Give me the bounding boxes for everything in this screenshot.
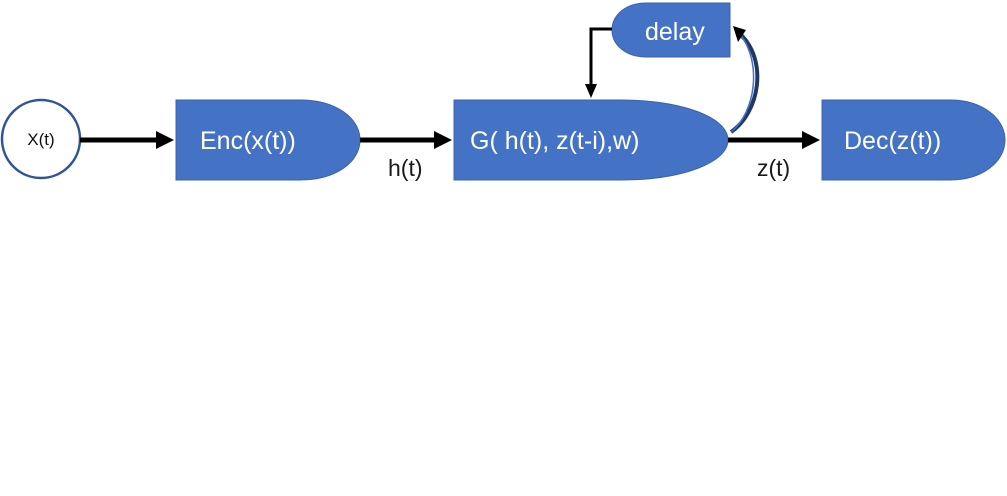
decoder-shape (821, 99, 1006, 181)
delay-label: delay (645, 18, 705, 46)
encoder-shape (175, 99, 361, 181)
edge-label-h: h(t) (388, 155, 423, 181)
decoder-block: Dec(z(t)) (821, 99, 1006, 181)
recurrent-shape (453, 99, 729, 181)
input-node-label: X(t) (27, 130, 54, 149)
edge-label-z: z(t) (757, 155, 790, 181)
encoder-label: Enc(x(t)) (200, 127, 296, 155)
delay-shape (611, 2, 731, 58)
recurrent-label: G( h(t), z(t-i),w) (470, 127, 639, 155)
encoder-block: Enc(x(t)) (175, 99, 361, 181)
delay-block: delay (611, 2, 731, 58)
input-node: X(t) (0, 98, 82, 180)
arrow-encoder-to-g (360, 131, 452, 149)
feedback-arrow-delay-to-g (585, 27, 612, 98)
feedback-arrow-g-to-delay (729, 26, 760, 134)
decoder-label: Dec(z(t)) (844, 127, 941, 155)
arrow-input-to-encoder (80, 131, 174, 149)
recurrent-block: G( h(t), z(t-i),w) (453, 99, 729, 181)
arrow-g-to-decoder (728, 131, 820, 149)
